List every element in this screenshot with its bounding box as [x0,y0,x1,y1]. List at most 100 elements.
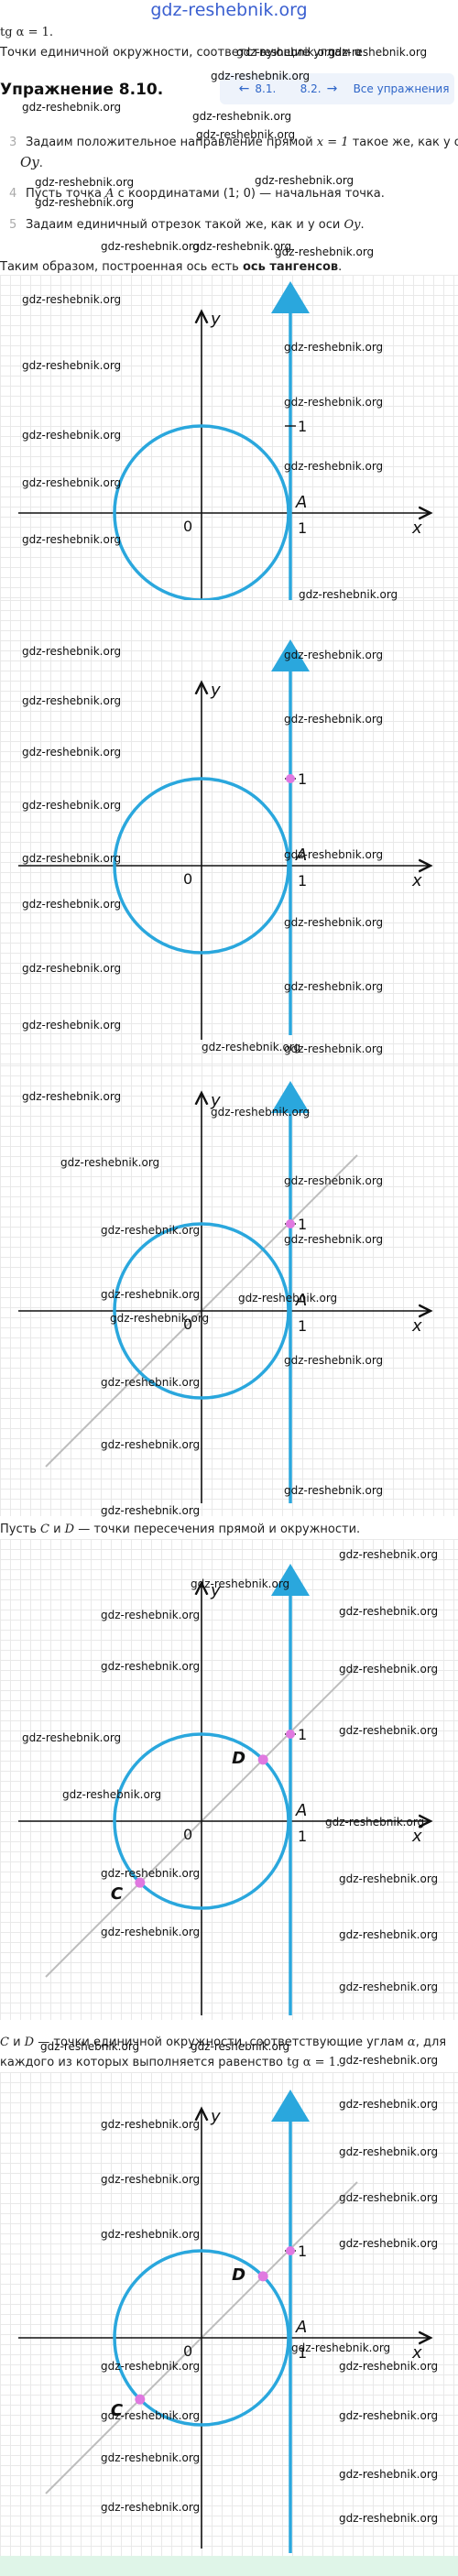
watermark-text: gdz-reshebnik.org [339,1981,439,1993]
origin-label: 0 [183,1315,192,1333]
watermark-text: gdz-reshebnik.org [22,429,122,442]
watermark-text: gdz-reshebnik.org [101,2228,201,2241]
point-c [135,2394,146,2405]
next-exercise-button[interactable]: 8.2. → [280,73,357,104]
watermark-text: gdz-reshebnik.org [62,1788,162,1801]
watermark-text: gdz-reshebnik.org [22,746,122,759]
point-a-label: A [295,493,307,512]
point-d [257,1754,268,1765]
watermark-text: gdz-reshebnik.org [284,460,384,473]
watermark-text: gdz-reshebnik.org [22,799,122,812]
point-c-label: C [111,1884,124,1904]
between-text-2-line1: C и D — точки единичной окружности, соот… [0,2036,447,2049]
watermark-text: gdz-reshebnik.org [191,2040,290,2053]
watermark-text: gdz-reshebnik.org [284,396,384,409]
watermark-text: gdz-reshebnik.org [101,2118,201,2131]
watermark-text: gdz-reshebnik.org [284,1042,384,1055]
watermark-text: gdz-reshebnik.org [40,2040,140,2053]
watermark-text: gdz-reshebnik.org [339,1548,439,1561]
intro-text: Точки единичной окружности, соответствую… [0,46,363,60]
watermark-text: gdz-reshebnik.org [101,1609,201,1621]
point-a-label: A [295,2318,307,2337]
watermark-text: gdz-reshebnik.org [211,70,311,82]
watermark-text: gdz-reshebnik.org [101,1288,201,1301]
watermark-text: gdz-reshebnik.org [284,848,384,861]
page-title: Упражнение 8.10. [0,81,164,99]
watermark-text: gdz-reshebnik.org [339,1663,439,1675]
bottom-bar [0,2556,458,2576]
watermark-text: gdz-reshebnik.org [110,1312,210,1325]
watermark-text: gdz-reshebnik.org [22,898,122,911]
watermark-text: gdz-reshebnik.org [284,1174,384,1187]
watermark-text: gdz-reshebnik.org [22,476,122,489]
point-c-label: C [111,2401,124,2420]
watermark-text: gdz-reshebnik.org [22,101,122,114]
point-a-label: A [295,1291,307,1310]
watermark-text: gdz-reshebnik.org [60,1156,160,1169]
point-d [257,2271,268,2282]
origin-label: 0 [183,1826,192,1843]
site-watermark-top: gdz-reshebnik.org [150,0,308,20]
watermark-text: gdz-reshebnik.org [22,852,122,865]
unit-circle [113,424,290,600]
watermark-text: gdz-reshebnik.org [22,1019,122,1031]
watermark-text: gdz-reshebnik.org [339,2360,439,2373]
tangent-point [286,1730,295,1739]
origin-label: 0 [183,870,192,888]
y-axis-label: y [210,1581,221,1600]
watermark-text: gdz-reshebnik.org [192,240,292,253]
watermark-text: gdz-reshebnik.org [339,1724,439,1737]
y-axis-label: y [210,2107,221,2126]
y-axis-label: y [210,310,221,329]
watermark-text: gdz-reshebnik.org [192,110,292,123]
watermark-text: gdz-reshebnik.org [101,2451,201,2464]
tangent-one-label: 1 [298,418,307,435]
point-d-label: D [232,2265,245,2285]
watermark-text: gdz-reshebnik.org [275,246,375,258]
watermark-text: gdz-reshebnik.org [339,2098,439,2111]
watermark-text: gdz-reshebnik.org [284,1484,384,1497]
watermark-text: gdz-reshebnik.org [101,2360,201,2373]
watermark-text: gdz-reshebnik.org [101,1926,201,1938]
watermark-text: gdz-reshebnik.org [339,2237,439,2250]
arrow-left-icon: ← [238,82,250,96]
unit-circle [113,1732,290,1910]
all-exercises-button[interactable]: Все упражнения [348,73,454,104]
watermark-text: gdz-reshebnik.org [22,1090,122,1103]
watermark-text: gdz-reshebnik.org [339,2468,439,2481]
watermark-text: gdz-reshebnik.org [101,1867,201,1880]
watermark-text: gdz-reshebnik.org [22,359,122,372]
watermark-text: gdz-reshebnik.org [22,533,122,546]
point-a-label: A [295,846,307,865]
watermark-text: gdz-reshebnik.org [101,2409,201,2422]
watermark-text: gdz-reshebnik.org [339,1872,439,1885]
watermark-text: gdz-reshebnik.org [236,46,336,59]
watermark-text: gdz-reshebnik.org [339,1928,439,1941]
watermark-text: gdz-reshebnik.org [202,1041,301,1053]
watermark-text: gdz-reshebnik.org [101,1438,201,1451]
watermark-text: gdz-reshebnik.org [325,1816,425,1828]
watermark-text: gdz-reshebnik.org [284,649,384,661]
origin-label: 0 [183,2342,192,2360]
watermark-text: gdz-reshebnik.org [101,2173,201,2186]
watermark-text: gdz-reshebnik.org [22,293,122,306]
watermark-text: gdz-reshebnik.org [299,588,398,601]
watermark-text: gdz-reshebnik.org [101,2501,201,2514]
unit-circle [113,2249,290,2427]
y-axis-label: y [210,1091,221,1110]
watermark-text: gdz-reshebnik.org [101,1376,201,1389]
x-axis-label: x [411,871,422,890]
watermark-text: gdz-reshebnik.org [101,240,201,253]
unit-circle [113,777,290,955]
tangent-one-label: 1 [298,1216,307,1233]
unit-circle [113,1222,290,1400]
watermark-text: gdz-reshebnik.org [196,128,296,141]
